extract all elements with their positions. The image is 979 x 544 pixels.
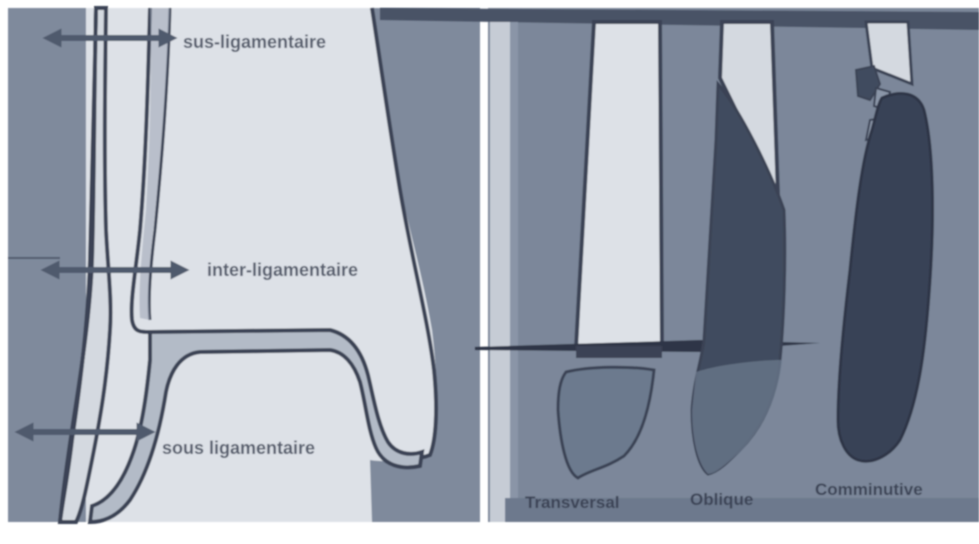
label-sus-ligamentaire: sus-ligamentaire [183, 32, 326, 52]
label-inter-ligamentaire: inter-ligamentaire [207, 260, 358, 280]
left-panel: sus-ligamentaire inter-ligamentaire sous… [8, 8, 480, 522]
label-comminutive: Comminutive [815, 480, 923, 499]
label-transverse: Transversal [525, 493, 620, 512]
panel-divider [490, 22, 510, 522]
label-sous-ligamentaire: sous ligamentaire [162, 438, 315, 458]
label-oblique: Oblique [690, 490, 753, 509]
